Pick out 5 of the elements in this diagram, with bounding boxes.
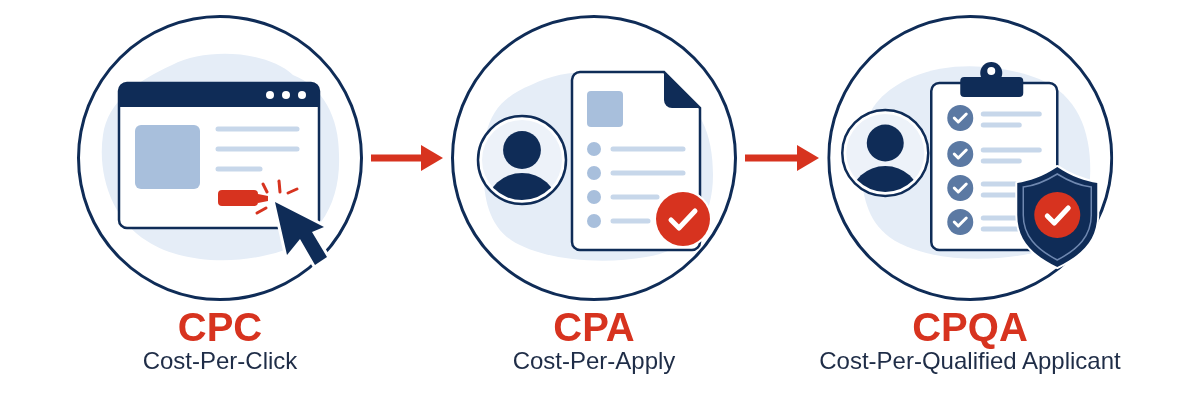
metric-acronym: CPC [177, 307, 263, 347]
metric-description: Cost-Per-Click [142, 347, 298, 375]
metric-description: Cost-Per-Apply [512, 347, 676, 375]
metric-acronym: CPQA [912, 307, 1028, 347]
metric-acronym: CPA [553, 307, 635, 347]
